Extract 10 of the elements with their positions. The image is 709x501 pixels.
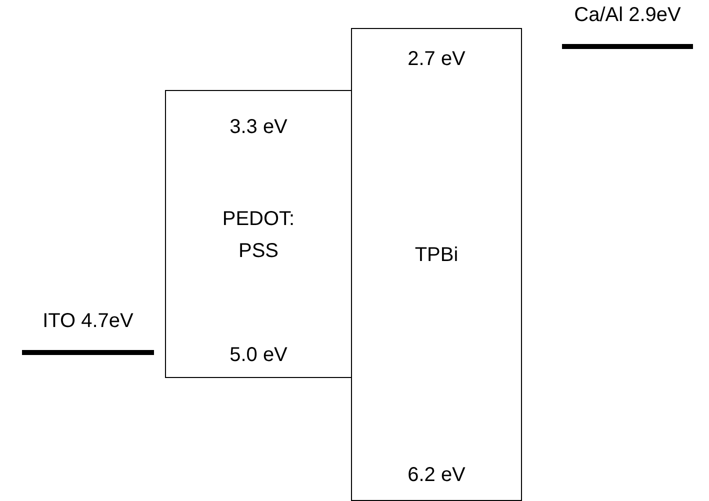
energy-value: 2.7 eV [406, 47, 466, 72]
material-label: TPBi [414, 243, 460, 268]
energy-level-box [351, 28, 522, 501]
energy-level-box [165, 90, 352, 378]
electrode-label: Ca/Al 2.9eV [573, 4, 682, 27]
energy-value: 6.2 eV [406, 463, 466, 488]
material-label: PEDOT: PSS [221, 207, 296, 264]
energy-value: 5.0 eV [228, 343, 288, 368]
electrode-label: ITO 4.7eV [42, 310, 134, 333]
energy-value: 3.3 eV [228, 115, 288, 140]
